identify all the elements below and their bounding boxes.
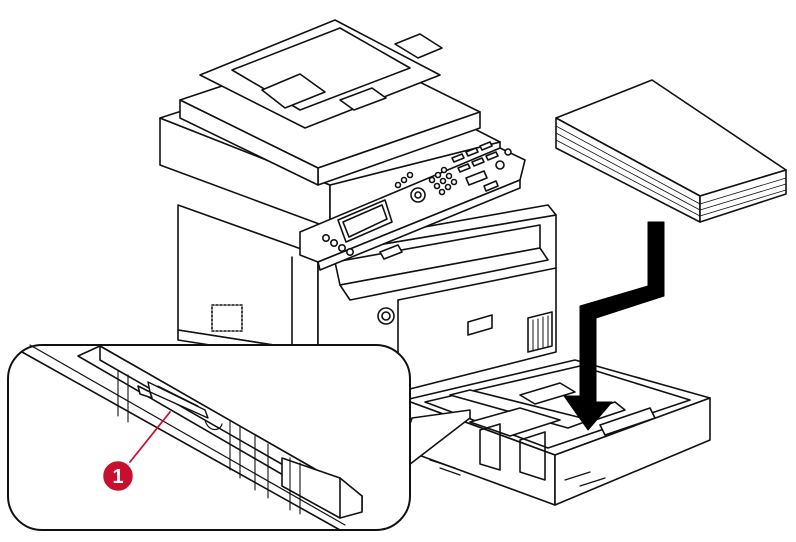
callout-leader-line xyxy=(129,411,171,463)
callout-marker-1: 1 xyxy=(100,458,136,494)
callout-badge xyxy=(100,458,136,494)
paper-ream xyxy=(555,79,787,223)
insertion-arrow xyxy=(563,221,665,431)
callout-number: 1 xyxy=(112,466,123,488)
magnified-detail xyxy=(7,344,471,531)
paper-tray xyxy=(404,359,711,506)
control-panel xyxy=(299,141,526,271)
